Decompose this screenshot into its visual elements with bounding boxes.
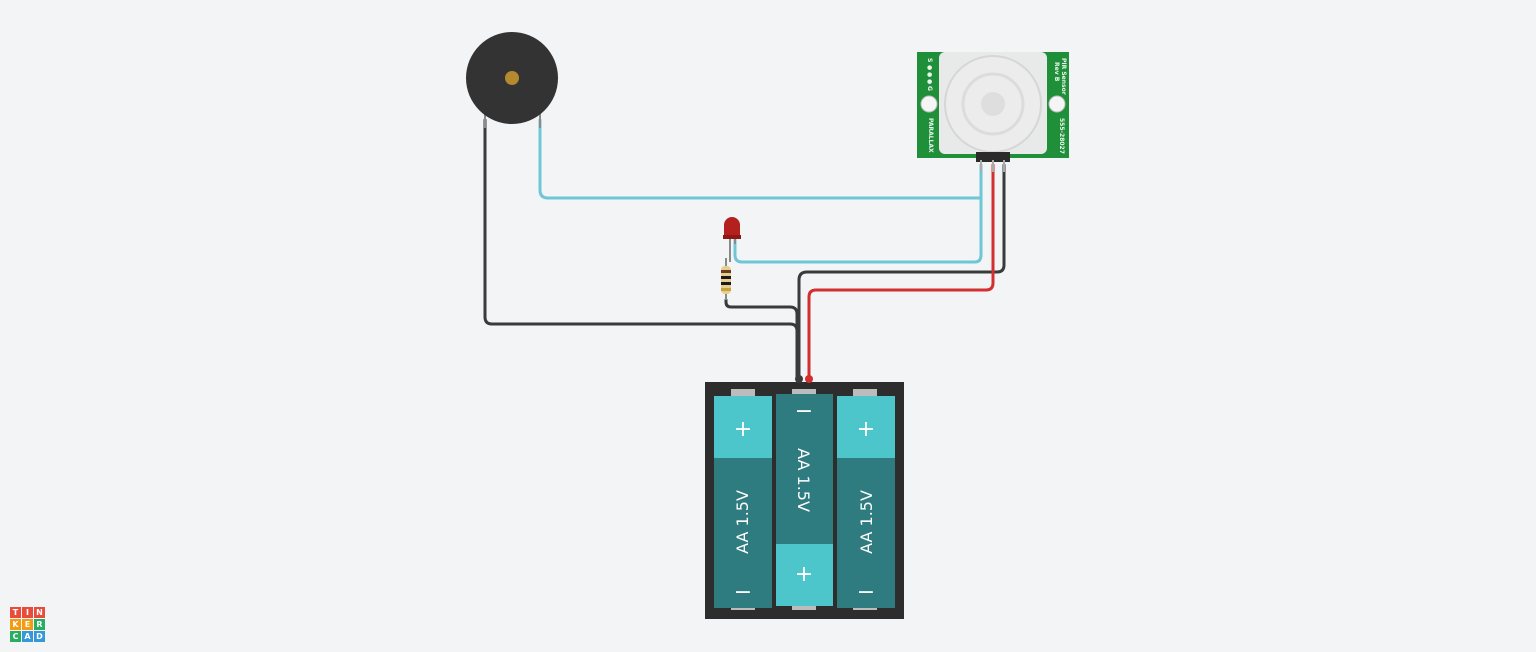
resistor-band-1 — [721, 270, 731, 273]
battery-cell-3-bottom-sign: − — [857, 580, 875, 605]
battery-terminal-negative[interactable] — [795, 375, 803, 383]
resistor-band-2 — [721, 276, 731, 279]
resistor-band-4 — [721, 288, 731, 291]
battery-cell-1-top-sign: + — [734, 417, 752, 442]
resistor[interactable] — [721, 258, 731, 300]
wires — [483, 118, 1006, 380]
wire-sensor-power[interactable] — [807, 163, 995, 380]
battery-cell-2-terminal — [776, 544, 833, 606]
red-led[interactable] — [723, 217, 741, 262]
pir-pin-label-g: G — [926, 86, 933, 91]
wire-buzzer-ground[interactable] — [483, 118, 799, 380]
pir-pin-dot-2: ● — [926, 72, 933, 77]
wire-resistor-ground[interactable] — [724, 298, 799, 333]
logo-letter: C — [10, 631, 21, 642]
pir-lens-ring — [961, 72, 1025, 136]
logo-letter: D — [34, 631, 45, 642]
pir-title: PIR Sensor — [1060, 58, 1067, 95]
pir-lens-center — [981, 92, 1005, 116]
logo-letter: I — [22, 607, 33, 618]
battery-terminal-positive[interactable] — [805, 375, 813, 383]
pir-part-number: 555-28027 — [1058, 118, 1065, 154]
battery-cell-3-terminal — [837, 396, 895, 458]
wire-buzzer-signal[interactable] — [538, 118, 983, 200]
battery-pack[interactable]: + AA 1.5V − − AA 1.5V + + AA 1.5V − — [705, 375, 904, 619]
pir-rev: Rev B — [1053, 62, 1060, 82]
pir-brand: PARALLAX — [927, 118, 934, 153]
piezo-buzzer[interactable] — [466, 32, 558, 128]
battery-cell-2: − AA 1.5V + — [776, 389, 833, 610]
logo-letter: K — [10, 619, 21, 630]
pir-sensor[interactable]: S ● ● ● G PARALLAX PIR Sensor Rev B 555-… — [917, 52, 1069, 172]
logo-letter: E — [22, 619, 33, 630]
battery-cell-3-label: AA 1.5V — [857, 490, 876, 554]
pir-mount-hole-right — [1048, 95, 1066, 113]
battery-cell-1-terminal — [714, 396, 772, 458]
wire-sensor-ground[interactable] — [797, 163, 1006, 380]
battery-cell-1: + AA 1.5V − — [714, 389, 772, 610]
logo-letter: A — [22, 631, 33, 642]
battery-cell-3: + AA 1.5V − — [837, 389, 895, 610]
pir-mount-hole-left — [920, 95, 938, 113]
resistor-band-3 — [721, 282, 731, 285]
battery-cell-2-label: AA 1.5V — [794, 448, 813, 512]
battery-cell-1-bottom-sign: − — [734, 580, 752, 605]
pir-pin-dot-3: ● — [926, 79, 933, 84]
led-rim — [723, 235, 741, 239]
pir-header — [976, 152, 1010, 162]
wire-led-signal[interactable] — [733, 196, 983, 264]
pir-pin-label-s: S — [926, 58, 933, 62]
buzzer-center — [505, 71, 519, 85]
pir-pin-dot-1: ● — [926, 65, 933, 70]
logo-letter: T — [10, 607, 21, 618]
logo-letter: R — [34, 619, 45, 630]
led-body — [724, 217, 740, 238]
logo-letter: N — [34, 607, 45, 618]
battery-cell-1-label: AA 1.5V — [733, 490, 752, 554]
battery-cell-2-top-sign: − — [795, 399, 813, 424]
battery-cell-2-bottom-sign: + — [795, 562, 813, 587]
tinkercad-logo[interactable]: T I N K E R C A D — [10, 607, 45, 642]
battery-cell-3-top-sign: + — [857, 417, 875, 442]
